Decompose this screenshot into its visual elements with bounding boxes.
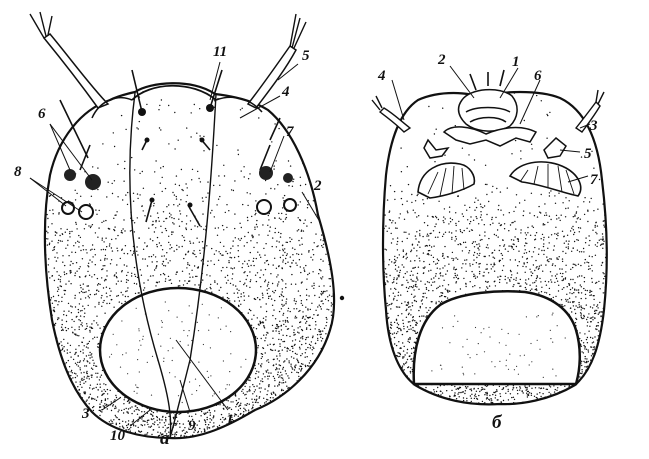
occipital-foramen-a (100, 288, 256, 412)
label-b-1: 1 (512, 54, 520, 70)
label-b-3: 3 (589, 118, 598, 134)
occipital-foramen-b (414, 291, 580, 384)
label-7: 7 (286, 124, 294, 140)
label-1: 1 (226, 412, 234, 428)
panel-a: 11 5 4 6 7 8 2 3 10 9 1 а (14, 12, 341, 449)
panel-b: 4 2 1 6 3 5 7 б (372, 52, 611, 433)
label-b-7: 7 (590, 172, 598, 188)
label-6: 6 (38, 106, 46, 122)
label-11: 11 (213, 44, 227, 60)
label-8: 8 (14, 164, 22, 180)
label-10: 10 (110, 428, 126, 444)
label-3: 3 (81, 406, 90, 422)
caption-a: а (160, 428, 170, 449)
label-2: 2 (313, 178, 322, 194)
label-9: 9 (188, 418, 196, 434)
stray-dot (340, 296, 344, 300)
label-b-4: 4 (377, 68, 386, 84)
label-b-6: 6 (534, 68, 542, 84)
caption-b: б (492, 412, 503, 433)
label-4: 4 (281, 84, 290, 100)
label-b-5: 5 (584, 146, 592, 162)
label-b-2: 2 (437, 52, 446, 68)
label-5: 5 (302, 48, 310, 64)
